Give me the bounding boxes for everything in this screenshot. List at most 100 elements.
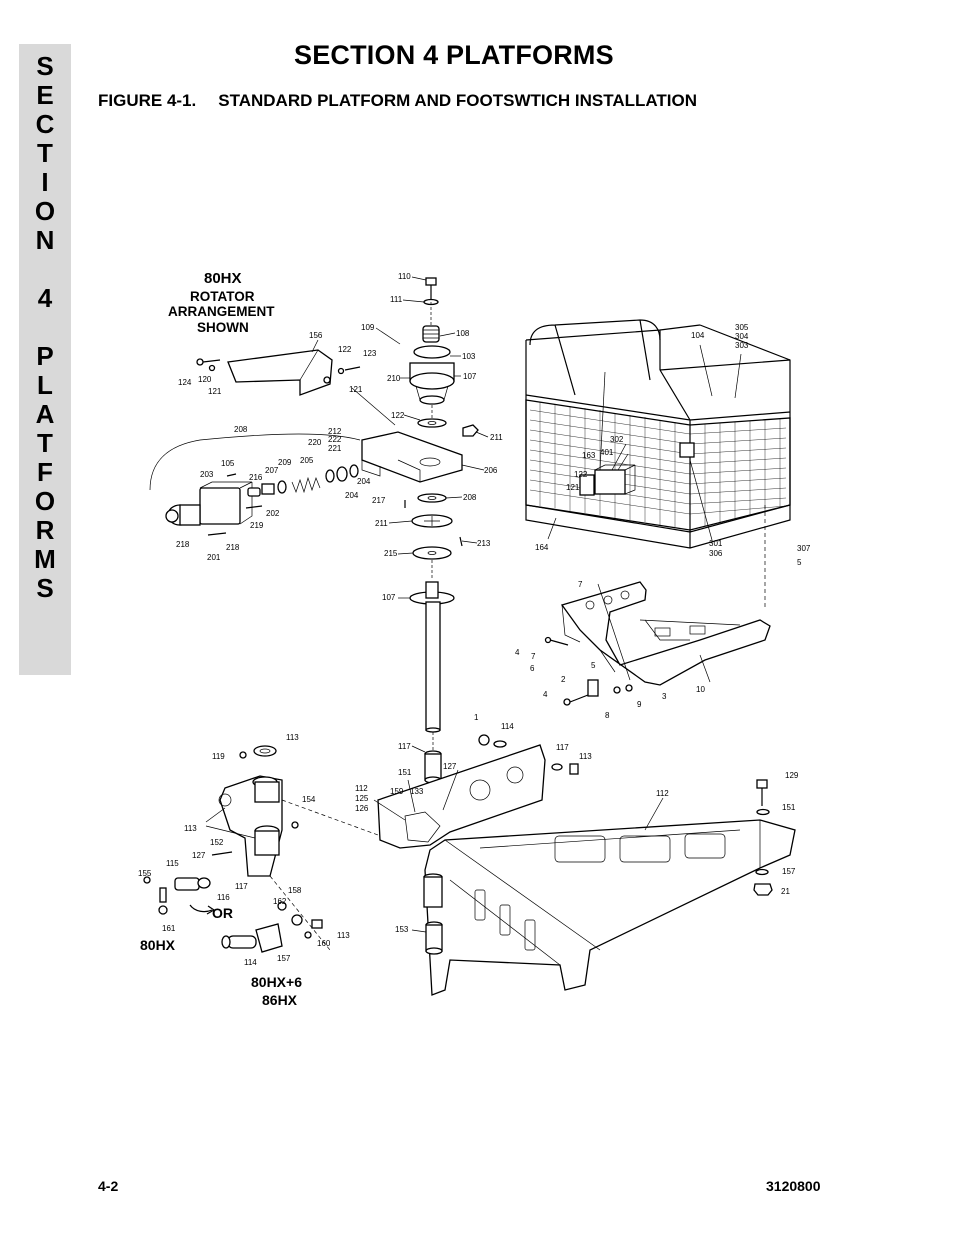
part-callout: 122 [574,470,588,479]
part-callout: 129 [785,771,799,780]
part-callout: 104 [691,331,705,340]
part-callout: 111 [390,295,403,304]
part-callout: 211 [490,433,503,442]
part-callout: 8 [605,711,610,720]
part-callout: 208 [234,425,248,434]
part-callout: 123 [363,349,377,358]
part-callout: 302 [610,435,624,444]
side-tab-letter: S [36,51,54,81]
side-tab-letter: E [36,80,54,110]
part-callout: 112 [656,789,669,798]
note-or: OR [212,905,233,921]
side-tab-letter: T [37,138,53,168]
part-callout: 152 [210,838,224,847]
part-callout: 164 [535,543,549,552]
part-callout: 120 [198,375,212,384]
part-callout: 121 [566,483,580,492]
part-callout: 103 [462,352,476,361]
part-callout: 305 [735,323,749,332]
figure-title: FIGURE 4-1. STANDARD PLATFORM AND FOOTSWT… [98,91,697,111]
part-callout: 163 [582,451,596,460]
part-callout: 151 [398,768,412,777]
page-number: 4-2 [98,1178,119,1194]
part-callout: 210 [387,374,401,383]
part-callout: 114 [244,958,257,967]
part-callout: 212 [328,427,342,436]
part-callout: 119 [212,752,225,761]
part-callout: 205 [300,456,314,465]
part-callout: 204 [345,491,359,500]
part-callout: 207 [265,466,279,475]
part-callout: 211 [375,519,388,528]
part-callout: 217 [372,496,386,505]
callout-leaders [205,276,711,933]
part-callout: 159 [390,787,404,796]
part-callout: 206 [484,466,498,475]
part-callout: 153 [395,925,409,934]
note-rotator-model: 80HX [204,270,242,287]
part-callout: 1 [474,713,479,722]
part-callout: 151 [782,803,796,812]
part-callout: 157 [782,867,796,876]
part-callout: 158 [288,886,302,895]
note-model-80hx: 80HX [140,937,176,953]
side-tab-letter: F [37,457,53,487]
part-callout: 301 [709,539,723,548]
part-callout: 4 [515,648,520,657]
lower-mount [143,734,796,996]
diagram-notes: 80HX ROTATOR ARRANGEMENT SHOWN OR 80HX 8… [140,270,302,1008]
side-tab-letter: T [37,428,53,458]
note-model-86hx: 86HX [262,992,298,1008]
side-tab-letter: I [41,167,49,197]
part-callout: 127 [443,762,457,771]
part-callout: 208 [463,493,477,502]
part-callout: 306 [709,549,723,558]
part-callout: 218 [226,543,240,552]
part-callout: 5 [797,558,802,567]
side-tab-letter: M [34,544,56,574]
figure-number: FIGURE 4-1. [98,91,197,110]
part-callout: 7 [578,580,583,589]
part-callout: 127 [192,851,206,860]
part-callout: 220 [308,438,322,447]
support-frame [544,581,771,706]
part-callout: 105 [221,459,235,468]
side-tab-letter: N [35,225,55,255]
side-tab-letter: S [36,573,54,603]
section-title: SECTION 4 PLATFORMS [294,40,614,70]
part-callout: 203 [200,470,214,479]
part-callout: 218 [176,540,190,549]
side-tab-letter: O [34,486,56,516]
part-callout: 156 [309,331,323,340]
part-callout: 204 [357,477,371,486]
part-callout: 107 [382,593,396,602]
part-callout: 215 [384,549,398,558]
part-callout: 117 [398,742,411,751]
side-tab-letter: R [35,515,55,545]
part-callout: 4 [543,690,548,699]
note-rotator-line2: ROTATOR [190,289,255,304]
part-callout: 121 [349,385,363,394]
part-callout: 117 [235,882,248,891]
side-tab-letter: P [36,341,54,371]
part-callout: 113 [184,824,197,833]
part-callout: 216 [249,473,263,482]
part-callout: 113 [337,931,350,940]
side-tab-letter: O [34,196,56,226]
part-callout: 307 [797,544,811,553]
side-tab-letter: 4 [37,283,53,313]
part-callout: 213 [477,539,491,548]
part-callout: 221 [328,444,342,453]
part-callout: 151 [0,0,14,2]
document-number: 3120800 [766,1178,821,1194]
part-callout: 107 [463,372,477,381]
part-callout: 121 [208,387,222,396]
part-callout: 115 [166,859,179,868]
figure-caption: STANDARD PLATFORM AND FOOTSWTICH INSTALL… [218,91,698,110]
part-callout: 303 [735,341,749,350]
rotator-assembly [149,277,479,752]
part-callout: 202 [266,509,280,518]
